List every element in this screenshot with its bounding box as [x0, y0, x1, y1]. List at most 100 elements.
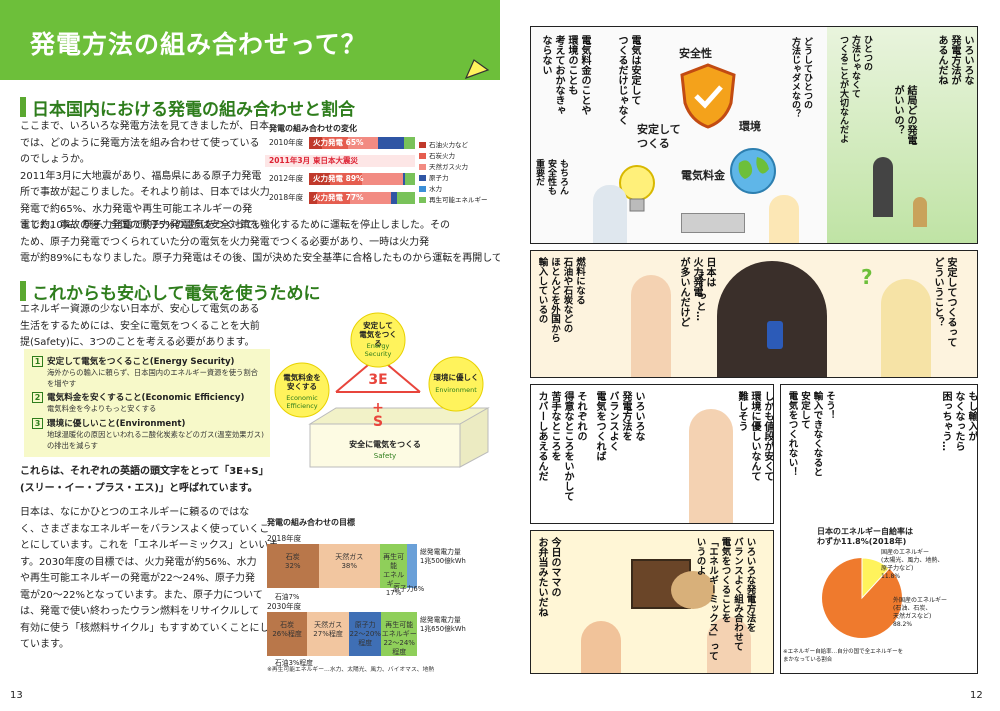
money-icon — [681, 213, 745, 233]
light-bulb-icon — [619, 165, 655, 212]
target-segment-label: 石炭 32% — [285, 553, 301, 570]
energy-mix-line: 電が20〜22%となっています。また、原子力について — [20, 589, 263, 601]
pie-label-foreign: 外国産のエネルギー (石油、石炭、 天然ガスなど) 88.2% — [893, 597, 948, 628]
history-line: ため、原子力発電でつくられていた分の電気を火力発電でつくる必要があり、一時は火力… — [20, 236, 430, 248]
page-title: 発電方法の組み合わせって？ — [30, 30, 367, 59]
target-segment-label: 天然ガス 27%程度 — [313, 621, 343, 638]
character-boy-question — [881, 279, 931, 377]
safety-line: エネルギー資源の少ない日本が、安心して電気のある — [20, 304, 260, 315]
smartphone-icon — [767, 321, 783, 349]
intro-line: 電で約10%、原子力発電で約25%の電気をつくってい — [20, 220, 264, 231]
target-note-oil-2030: 石油3%程度 — [275, 659, 313, 667]
intro-line: では、どのように発電方法を組み合わせて使っている — [20, 137, 260, 149]
manga-panel-1: 安全性 安定して つくる 環境 電気料金 いろいろな 発電方法が あるんだね 結… — [530, 26, 978, 244]
decorative-triangle-icon — [464, 59, 490, 80]
mix-row-2012: 2012年度 火力発電 89% — [265, 173, 415, 185]
intro-line: のでしょうか。 — [20, 154, 90, 165]
target-bar-segment: 再生可能 エネルギー 22〜24% 程度 — [381, 612, 417, 656]
energy-mix-line: や再生可能エネルギーの発電が22〜24%、原子力発 — [20, 573, 255, 584]
bubble-p3e: それぞれの 得意なところをいかして 苦手なところを カバーしあえるんだ — [536, 391, 586, 501]
mix-row-2010: 2010年度 火力発電 65% — [265, 137, 415, 149]
bubble-p1d: どうしてひとつの 方法じゃダメなの？ — [790, 37, 812, 118]
energy-mix-line: とにしています。これを「エネルギーミックス」といいま — [20, 540, 279, 551]
target-bar-segment: 再生可能 エネルギー 17% — [379, 544, 408, 597]
target-chart-title: 発電の組み合わせの目標 — [267, 518, 355, 527]
energy-mix-line: は、発電で使い終わったウラン燃料をリサイクルして — [20, 606, 260, 617]
intro-line: ここまで、いろいろな発電方法を見てきましたが、日本 — [20, 121, 270, 132]
bubble-p1a: いろいろな 発電方法が あるんだね — [936, 35, 973, 85]
three-e-plus-s-paragraph: これらは、それぞれの英語の頭文字をとって「3E+S」(スリー・イー・プラス・エス… — [20, 464, 270, 497]
character-mother-bento — [707, 617, 751, 673]
target-note-nuclear-2018: 原子力6% — [393, 585, 425, 593]
diagram-base-en: Safety — [373, 452, 397, 460]
diagram-right-en: Environment — [435, 386, 477, 394]
manga-panel-3: 電気を安定してつくって しかも値段が安くて 環境に優しいなんて 難しそう いろい… — [530, 384, 774, 524]
target-segment-label: 再生可能 エネルギー 17% — [383, 553, 405, 597]
mix-chart-legend: 石油火力など 石炭火力 天然ガス火力 原子力 水力 再生可能エネルギー — [419, 140, 499, 206]
page-number-left: 13 — [10, 690, 23, 701]
safety-paragraph: エネルギー資源の少ない日本が、安心して電気のある生活をするためには、安全に電気を… — [20, 302, 270, 352]
manga-panel-4: いろいろな発電方法を バランスよく組み合わせて 電気をつくることを 「エネルギー… — [530, 530, 774, 674]
target-year-2018: 2018年度 — [267, 534, 302, 543]
character-father-closeup — [717, 261, 827, 377]
diagram-left-en: Economic Efficiency — [286, 394, 318, 410]
target-total-2030: 総発電電力量 1兆650億kWh — [420, 616, 466, 633]
target-bar-segment: 石炭 32% — [267, 544, 319, 588]
bubble-p3d: いろいろな 発電方法を バランスよく 電気をつくれば — [594, 391, 644, 461]
target-bar-segment: 天然ガス 27%程度 — [307, 612, 349, 656]
bubble-p3a: えーっ！ もし輸入が なくなったら 困っちゃう… — [940, 391, 977, 451]
target-note-oil-2018: 石油7% — [275, 593, 300, 601]
energy-mix-paragraph: 日本は、なにかひとつのエネルギーに頼るのではなく、さまざまなエネルギーをバランス… — [20, 505, 279, 654]
target-bar-segment: 天然ガス 38% — [318, 544, 380, 588]
manga-panel-2: 日本は 火力発電 が多いんだけど 燃料になる 石油や石炭などの ほとんどを外国か… — [530, 250, 978, 378]
diagram-center-3e: 3E — [368, 372, 388, 388]
energy-mix-line: 日本は、なにかひとつのエネルギーに頼るのではな — [20, 507, 250, 518]
pie-title: 日本のエネルギー自給率は わずか11.8%(2018年) — [817, 527, 913, 546]
earthquake-row: 2011年3月 東日本大震災 — [265, 155, 415, 167]
bubble-p2d: 安定してつくるって どういうこと？ — [932, 257, 956, 347]
self-sufficiency-pie — [822, 557, 902, 638]
history-paragraph: ました。事故の後、全国の原子力発電所は安全対策を強化するために運転を停止しました… — [20, 218, 500, 268]
safety-line: 生活をするためには、安全に電気をつくることを大前 — [20, 320, 260, 332]
pie-slice-domestic — [861, 557, 890, 600]
bubble-p1c: ひとつの 方法じゃなくて つくることが大切なんだよ — [838, 35, 872, 143]
label-stable: 安定して つくる — [637, 123, 681, 150]
pie-note: ※エネルギー自給率…自分の国で全エネルギーを まかなっている割合 — [783, 649, 904, 663]
energy-mix-line: す。2030年度の目標では、火力発電が約56%、水力 — [20, 556, 257, 568]
intro-line: 2011年3月に大地震があり、福島県にある原子力発電 — [20, 170, 262, 182]
target-segment-label: 原子力 22〜20% 程度 — [349, 621, 381, 647]
intro-line: 所で事故が起こりました。それより前は、日本では火力 — [20, 187, 270, 198]
diagram-s: S — [372, 414, 384, 430]
character-boy-bento — [581, 621, 621, 673]
bubble-p2b: 燃料になる 石油や石炭などの ほとんどを外国から 輸入しているの — [536, 257, 586, 343]
energy-mix-target-chart: 発電の組み合わせの目標 2018年度 石炭 32% 天然ガス 38%再生可能 エネ… — [265, 515, 500, 675]
intro-line: 発電で約65%、水力発電や再生可能エネルギーの発 — [20, 203, 253, 215]
bubble-p1e: 電気は安定して つくるだけじゃなく — [616, 35, 640, 125]
target-bar-2018: 石炭 32% 天然ガス 38%再生可能 エネルギー 17% — [267, 544, 417, 597]
pie-label-domestic: 国産のエネルギー (太陽光、風力、地熱、 原子力など) 11.8% — [881, 549, 944, 580]
diagram-base-label: 安全に電気をつくる — [349, 440, 421, 449]
target-bar-segment — [407, 544, 417, 588]
basket-icon — [671, 571, 715, 609]
character-father — [593, 185, 627, 243]
character-boy-distant — [913, 197, 927, 227]
bubble-p1g: もちろん 安全性も 重要だ — [534, 159, 568, 195]
three-e-line: これらは、それぞれの英語の頭文字をとって「3E+S」 — [20, 466, 269, 477]
diagram-plus: + — [372, 400, 384, 416]
globe-icon — [730, 148, 776, 194]
character-father-distant — [873, 157, 893, 217]
bubble-p3b: そう！ 輸入できなくなると 安定して 電気をつくれない！ — [786, 391, 836, 477]
energy-mix-line: 有効に使う「核燃料サイクル」もすすめていくことにし — [20, 622, 270, 634]
bubble-p3c: 電気を安定してつくって しかも値段が安くて 環境に優しいなんて 難しそう — [736, 391, 773, 481]
left-page: 発電方法の組み合わせって？ 日本国内における発電の組み合わせと割合 ここまで、い… — [0, 0, 500, 701]
title-band — [0, 0, 500, 80]
energy-mix-line: ています。 — [20, 639, 69, 650]
manga-panel-pie: えーっ！ もし輸入が なくなったら 困っちゃう… そう！ 輸入できなくなると 安… — [780, 384, 978, 674]
label-environment: 環境 — [739, 120, 761, 133]
history-line: ました。事故の後、全国の原子力発電所は安全対策を強化するために運転を停止しました… — [20, 220, 450, 231]
right-page-manga: 安全性 安定して つくる 環境 電気料金 いろいろな 発電方法が あるんだね 結… — [500, 0, 1000, 711]
bubble-p4a: いろいろな発電方法を バランスよく組み合わせて 電気をつくることを 「エネルギー… — [694, 537, 756, 661]
bubble-p4b: 今日のママの お弁当みたいだね — [536, 537, 560, 617]
bubble-p1f: 電気料金のことや 環境のことも 考えておかなきゃ ならない — [540, 35, 590, 115]
page-number-right: 12 — [970, 690, 983, 701]
